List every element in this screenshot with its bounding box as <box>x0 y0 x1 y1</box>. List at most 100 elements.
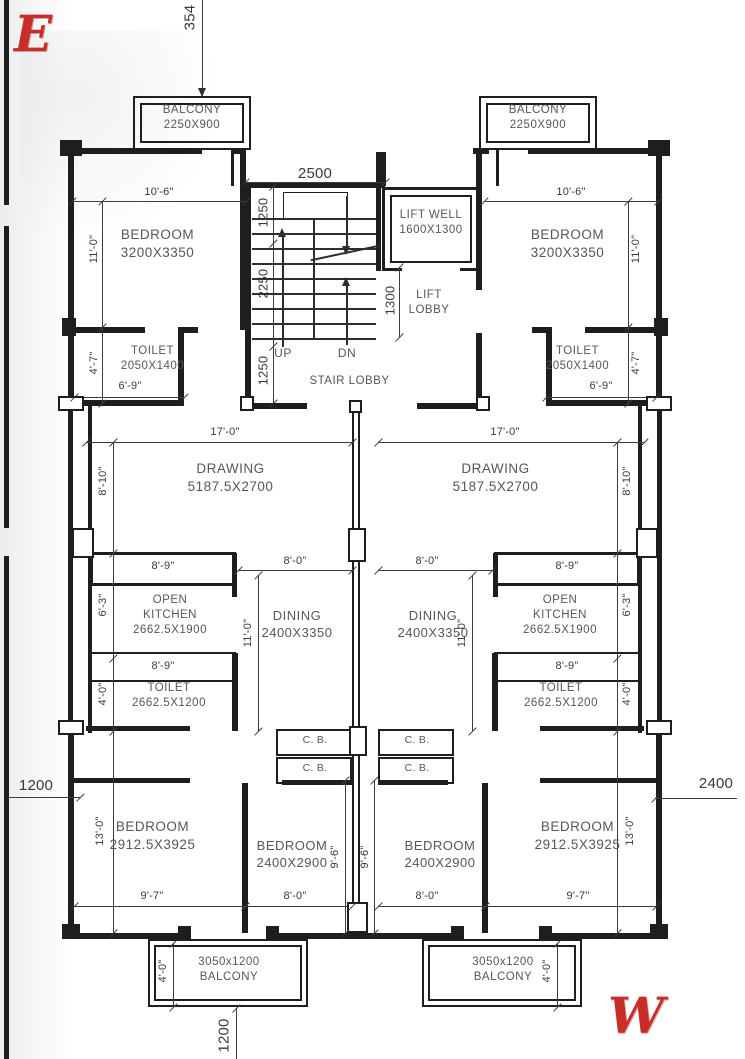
pier-block <box>347 902 368 933</box>
dim-6-9-left: 6'-9" <box>118 380 142 392</box>
column-block <box>178 926 191 939</box>
pier-block <box>646 396 672 411</box>
outline-box <box>422 939 582 1007</box>
dimension-line <box>245 182 385 184</box>
wall <box>68 733 74 933</box>
dimension-line <box>238 570 352 572</box>
arrowhead-up <box>278 228 286 237</box>
dim-4-7-right: 4'-7" <box>630 351 642 375</box>
column-block <box>650 924 668 939</box>
lift-door-opening <box>402 263 460 274</box>
wall <box>245 183 251 409</box>
pier-block <box>348 528 366 562</box>
dimension-line <box>8 797 80 799</box>
arrowhead-up <box>342 277 350 286</box>
column-block <box>648 140 670 156</box>
dim-1200-left: 1200 <box>18 777 54 794</box>
dimension-line <box>74 906 245 908</box>
wall <box>232 653 238 731</box>
cupboard-label: C. B. <box>404 762 430 774</box>
dim-10-6-left: 10'-6" <box>144 186 174 198</box>
wall <box>242 783 248 933</box>
column-block <box>451 926 464 939</box>
dimension-line <box>399 267 401 337</box>
wall <box>532 327 552 333</box>
outline-box <box>378 729 454 756</box>
pier-block <box>240 396 254 411</box>
wall <box>638 406 642 733</box>
wall <box>352 406 354 933</box>
wall <box>657 406 662 733</box>
dim-354-top: 354 <box>181 4 199 31</box>
wall <box>68 148 202 154</box>
dim-8-0-bottom-right: 8'-0" <box>415 890 439 902</box>
wall <box>496 150 499 186</box>
dimension-line <box>484 201 658 203</box>
dim-1250-upper: 1250 <box>255 197 271 228</box>
dimension-line <box>173 943 175 1007</box>
dimension-line <box>557 943 559 1007</box>
pier-block <box>476 396 490 411</box>
dimension-line <box>374 780 376 933</box>
wall <box>376 187 381 271</box>
column-block <box>62 318 76 336</box>
stair-arrow-line <box>346 196 348 246</box>
column-block <box>654 318 668 336</box>
arrowhead-down <box>342 246 350 255</box>
arrowhead-down <box>198 88 206 97</box>
compass-east-label: E <box>14 4 53 63</box>
dimension-line <box>113 442 115 933</box>
dimension-line <box>245 906 352 908</box>
wall <box>234 148 246 154</box>
dim-9-7-left: 9'-7" <box>140 890 164 902</box>
outline-box <box>140 103 244 143</box>
wall <box>476 333 482 406</box>
wall <box>231 150 234 186</box>
dimension-line <box>102 201 104 403</box>
outline-box <box>90 552 236 586</box>
pier-block <box>636 528 658 558</box>
dim-11-0-dining-right: 11'-0" <box>456 618 468 648</box>
column-block <box>539 926 552 939</box>
dimension-line <box>378 570 492 572</box>
cupboard-label: C. B. <box>302 762 328 774</box>
wall <box>358 406 360 933</box>
stair-arrow-line <box>282 237 284 347</box>
stair-down-label: DN <box>337 346 357 360</box>
dim-9-6-left: 9'-6" <box>329 845 341 869</box>
column-block <box>62 924 80 939</box>
cupboard-label: C. B. <box>302 734 328 746</box>
wall <box>178 327 198 333</box>
wall <box>4 556 9 1059</box>
wall <box>68 400 184 406</box>
outline-box <box>390 195 472 263</box>
scan-shading-corner <box>20 30 220 250</box>
dimension-line <box>236 1008 238 1059</box>
wall <box>546 327 552 406</box>
outline-box <box>283 192 348 220</box>
outline-box <box>486 103 590 143</box>
wall <box>68 148 74 406</box>
compass-west-label: W <box>608 986 665 1045</box>
dim-8-9-toilet-left: 8'-9" <box>151 660 175 672</box>
wall <box>417 403 479 409</box>
stair-tread <box>252 218 376 220</box>
dimension-line <box>617 442 619 933</box>
wall <box>492 653 498 731</box>
dim-10-6-right: 10'-6" <box>556 186 586 198</box>
